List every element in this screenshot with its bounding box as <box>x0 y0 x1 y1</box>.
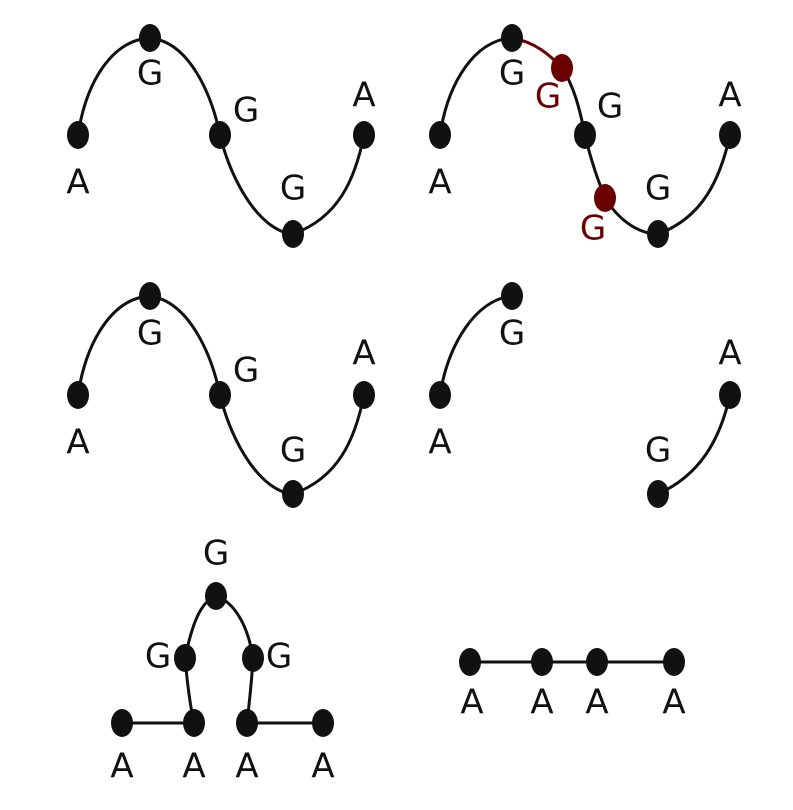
atom-5-a-4 <box>312 709 334 737</box>
atom-3-g-mid <box>209 381 231 409</box>
label-2-g-top: G <box>499 54 525 94</box>
bond-1-d <box>291 133 366 236</box>
label-1-a-left: A <box>66 163 89 203</box>
atom-6-a-2 <box>531 648 553 676</box>
label-5-g-left: G <box>145 637 171 677</box>
label-2-a-right: A <box>718 76 741 116</box>
panel-4: A G G A <box>428 282 742 508</box>
label-1-g-mid: G <box>233 91 259 131</box>
atom-2-g-red-top <box>551 54 573 82</box>
bond-2-e <box>656 133 732 236</box>
label-3-a-left: A <box>66 423 89 463</box>
atom-5-g-left <box>174 644 196 672</box>
label-5-a-3: A <box>235 747 258 787</box>
label-2-g-mid: G <box>597 87 623 127</box>
atom-6-a-4 <box>663 648 685 676</box>
atom-1-a-left <box>67 121 89 149</box>
panel-5: G G G A A A A <box>110 534 334 787</box>
bond-4-a <box>438 294 514 397</box>
atom-1-g-top <box>139 24 161 52</box>
label-3-g-top: G <box>137 314 163 354</box>
atom-5-a-1 <box>111 709 133 737</box>
label-5-a-2: A <box>182 747 205 787</box>
label-3-a-right: A <box>352 334 375 374</box>
panel-3: A G G G A <box>66 282 376 508</box>
label-4-g-top: G <box>499 314 525 354</box>
label-3-g-bottom: G <box>280 431 306 471</box>
atom-5-a-2 <box>183 709 205 737</box>
bond-3-a <box>76 294 152 397</box>
label-1-a-right: A <box>352 76 375 116</box>
atom-3-a-left <box>67 381 89 409</box>
label-5-a-4: A <box>311 747 334 787</box>
label-2-g-red-bottom: G <box>580 209 606 249</box>
label-2-g-red-top: G <box>535 77 561 117</box>
bond-1-a <box>76 36 152 137</box>
atom-5-a-3 <box>236 709 258 737</box>
bond-4-b <box>656 393 732 496</box>
label-4-a-left: A <box>428 423 451 463</box>
panel-1: A G G G A <box>66 24 376 248</box>
atom-4-g-top <box>501 282 523 310</box>
label-4-g-bottom: G <box>645 431 671 471</box>
atom-1-a-right <box>353 121 375 149</box>
label-1-g-bottom: G <box>280 169 306 209</box>
bond-3-b <box>148 294 222 397</box>
atom-1-g-mid <box>209 121 231 149</box>
label-2-g-bottom: G <box>645 169 671 209</box>
atom-4-a-right <box>719 381 741 409</box>
atom-3-g-top <box>139 282 161 310</box>
bond-3-d <box>291 393 366 496</box>
panel-2: A G G G G G A <box>428 24 742 249</box>
atom-4-a-left <box>429 381 451 409</box>
label-1-g-top: G <box>137 54 163 94</box>
atom-3-g-bottom <box>282 480 304 508</box>
atom-2-a-left <box>429 121 451 149</box>
bond-1-b <box>148 36 222 137</box>
label-6-a-3: A <box>585 683 608 723</box>
label-5-g-top: G <box>203 534 229 574</box>
label-5-g-right: G <box>266 637 292 677</box>
atom-4-g-bottom <box>647 480 669 508</box>
label-6-a-2: A <box>530 683 553 723</box>
label-2-a-left: A <box>428 163 451 203</box>
panel-6: A A A A <box>459 648 686 723</box>
atom-2-g-bottom <box>647 220 669 248</box>
atom-2-a-right <box>719 121 741 149</box>
label-3-g-mid: G <box>233 351 259 391</box>
label-6-a-4: A <box>662 683 685 723</box>
bond-2-a <box>438 36 514 137</box>
atom-5-g-right <box>242 644 264 672</box>
label-4-a-right: A <box>718 334 741 374</box>
label-6-a-1: A <box>460 683 483 723</box>
label-5-a-1: A <box>110 747 133 787</box>
atom-6-a-3 <box>586 648 608 676</box>
atom-2-g-top <box>501 24 523 52</box>
atom-2-g-red-bottom <box>594 184 616 212</box>
atom-5-g-top <box>205 582 227 610</box>
atom-1-g-bottom <box>282 220 304 248</box>
atom-3-a-right <box>353 381 375 409</box>
atom-6-a-1 <box>459 648 481 676</box>
atom-2-g-mid <box>574 121 596 149</box>
